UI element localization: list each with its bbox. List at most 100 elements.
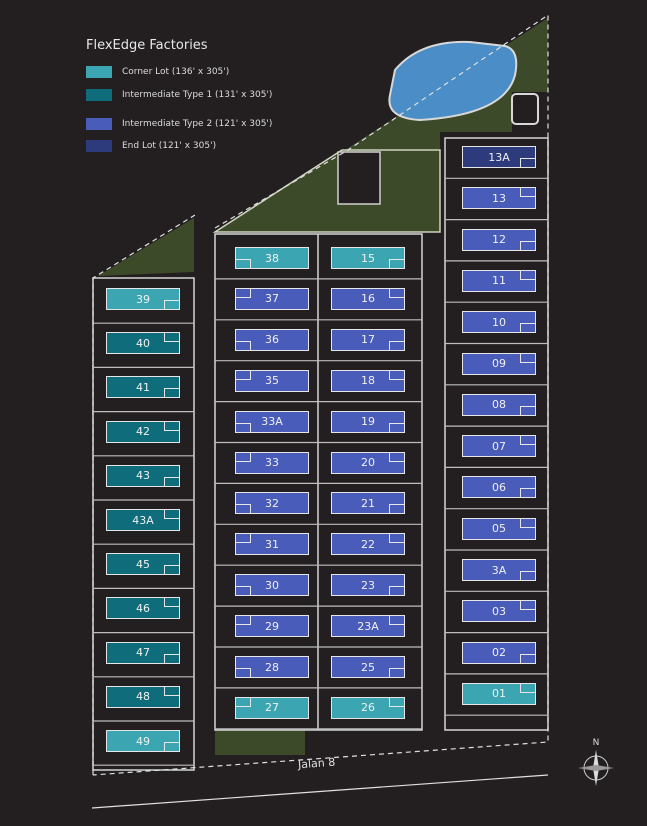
green-area-bottom [215, 730, 305, 755]
pond [388, 40, 518, 122]
lot-36[interactable]: 36 [235, 328, 309, 351]
lot-33a[interactable]: 33A [235, 410, 309, 433]
loading-bay-icon [164, 597, 180, 608]
lot-07[interactable]: 07 [462, 435, 536, 458]
lot-08[interactable]: 08 [462, 393, 536, 416]
loading-bay-icon [164, 476, 180, 487]
lot-label: 02 [492, 646, 506, 660]
lot-31[interactable]: 31 [235, 533, 309, 556]
lot-10[interactable]: 10 [462, 311, 536, 334]
lot-09[interactable]: 09 [462, 352, 536, 375]
lot-label: 33 [265, 456, 279, 469]
lot-label: 05 [492, 522, 506, 536]
loading-bay-icon [389, 696, 405, 707]
legend-title: FlexEdge Factories [86, 38, 208, 53]
lot-label: 07 [492, 439, 506, 453]
road-edge [91, 774, 549, 809]
loading-bay-icon [235, 533, 251, 544]
lot-13[interactable]: 13 [462, 187, 536, 210]
loading-bay-icon [389, 422, 405, 433]
lot-3a[interactable]: 3A [462, 559, 536, 581]
lot-43a[interactable]: 43A [106, 509, 180, 531]
lot-11[interactable]: 11 [462, 269, 536, 292]
green-area-park [212, 149, 441, 233]
legend-swatch [86, 140, 112, 152]
lot-33[interactable]: 33 [235, 451, 309, 474]
loading-bay-icon [164, 742, 180, 752]
lot-18[interactable]: 18 [331, 369, 405, 392]
lot-label: 18 [361, 374, 375, 388]
lot-label: 29 [265, 619, 279, 633]
lot-03[interactable]: 03 [462, 600, 536, 623]
lot-label: 12 [492, 233, 506, 247]
loading-bay-icon [235, 287, 251, 298]
lot-32[interactable]: 32 [235, 492, 309, 515]
lot-label: 17 [361, 333, 375, 347]
loading-bay-icon [389, 451, 405, 462]
lot-47[interactable]: 47 [106, 641, 180, 664]
park-building [337, 151, 381, 205]
lot-29[interactable]: 29 [235, 615, 309, 638]
lot-label: 01 [492, 687, 506, 701]
loading-bay-icon [520, 323, 536, 334]
legend-swatch [86, 89, 112, 101]
lot-42[interactable]: 42 [106, 420, 180, 443]
compass-icon: N [576, 738, 616, 788]
lot-20[interactable]: 20 [331, 451, 405, 474]
lot-02[interactable]: 02 [462, 641, 536, 664]
loading-bay-icon [235, 340, 251, 351]
lot-23a[interactable]: 23A [331, 615, 405, 638]
lot-49[interactable]: 49 [106, 730, 180, 752]
lot-22[interactable]: 22 [331, 533, 405, 556]
lot-05[interactable]: 05 [462, 517, 536, 540]
legend-label: Corner Lot (136' x 305') [122, 67, 230, 77]
lot-27[interactable]: 27 [235, 696, 309, 719]
pump-house [511, 93, 539, 125]
lot-26[interactable]: 26 [331, 696, 405, 719]
loading-bay-icon [235, 586, 251, 597]
lot-12[interactable]: 12 [462, 228, 536, 251]
lot-label: 40 [136, 336, 150, 350]
lot-46[interactable]: 46 [106, 597, 180, 620]
lot-28[interactable]: 28 [235, 656, 309, 678]
lot-13a[interactable]: 13A [462, 146, 536, 168]
lot-17[interactable]: 17 [331, 328, 405, 351]
lot-15[interactable]: 15 [331, 247, 405, 269]
lot-37[interactable]: 37 [235, 287, 309, 310]
lot-39[interactable]: 39 [106, 288, 180, 310]
legend-label: Intermediate Type 2 (121' x 305') [122, 119, 273, 129]
loading-bay-icon [235, 615, 251, 626]
legend-item-type1: Intermediate Type 1 (131' x 305') [86, 89, 272, 101]
lot-45[interactable]: 45 [106, 553, 180, 576]
site-boundary [92, 214, 196, 775]
lot-label: 47 [136, 646, 150, 660]
lot-19[interactable]: 19 [331, 410, 405, 433]
lot-06[interactable]: 06 [462, 476, 536, 499]
lot-16[interactable]: 16 [331, 287, 405, 310]
lot-35[interactable]: 35 [235, 369, 309, 392]
lot-label: 19 [361, 415, 375, 429]
lot-label: 46 [136, 601, 150, 615]
loading-bay-icon [235, 696, 251, 707]
lot-01[interactable]: 01 [462, 682, 536, 705]
lot-43[interactable]: 43 [106, 464, 180, 487]
lot-label: 30 [265, 578, 279, 592]
lot-48[interactable]: 48 [106, 685, 180, 708]
lot-30[interactable]: 30 [235, 574, 309, 597]
lot-40[interactable]: 40 [106, 332, 180, 355]
lot-label: 49 [136, 734, 150, 748]
lot-label: 10 [492, 315, 506, 329]
lot-38[interactable]: 38 [235, 247, 309, 269]
lot-23[interactable]: 23 [331, 574, 405, 597]
loading-bay-icon [389, 259, 405, 269]
road-label: Jalan 8 [297, 755, 336, 772]
lot-label: 31 [265, 537, 279, 551]
lot-label: 26 [361, 701, 375, 715]
loading-bay-icon [520, 187, 536, 198]
lot-21[interactable]: 21 [331, 492, 405, 515]
lot-41[interactable]: 41 [106, 376, 180, 399]
lot-25[interactable]: 25 [331, 656, 405, 678]
loading-bay-icon [520, 653, 536, 664]
